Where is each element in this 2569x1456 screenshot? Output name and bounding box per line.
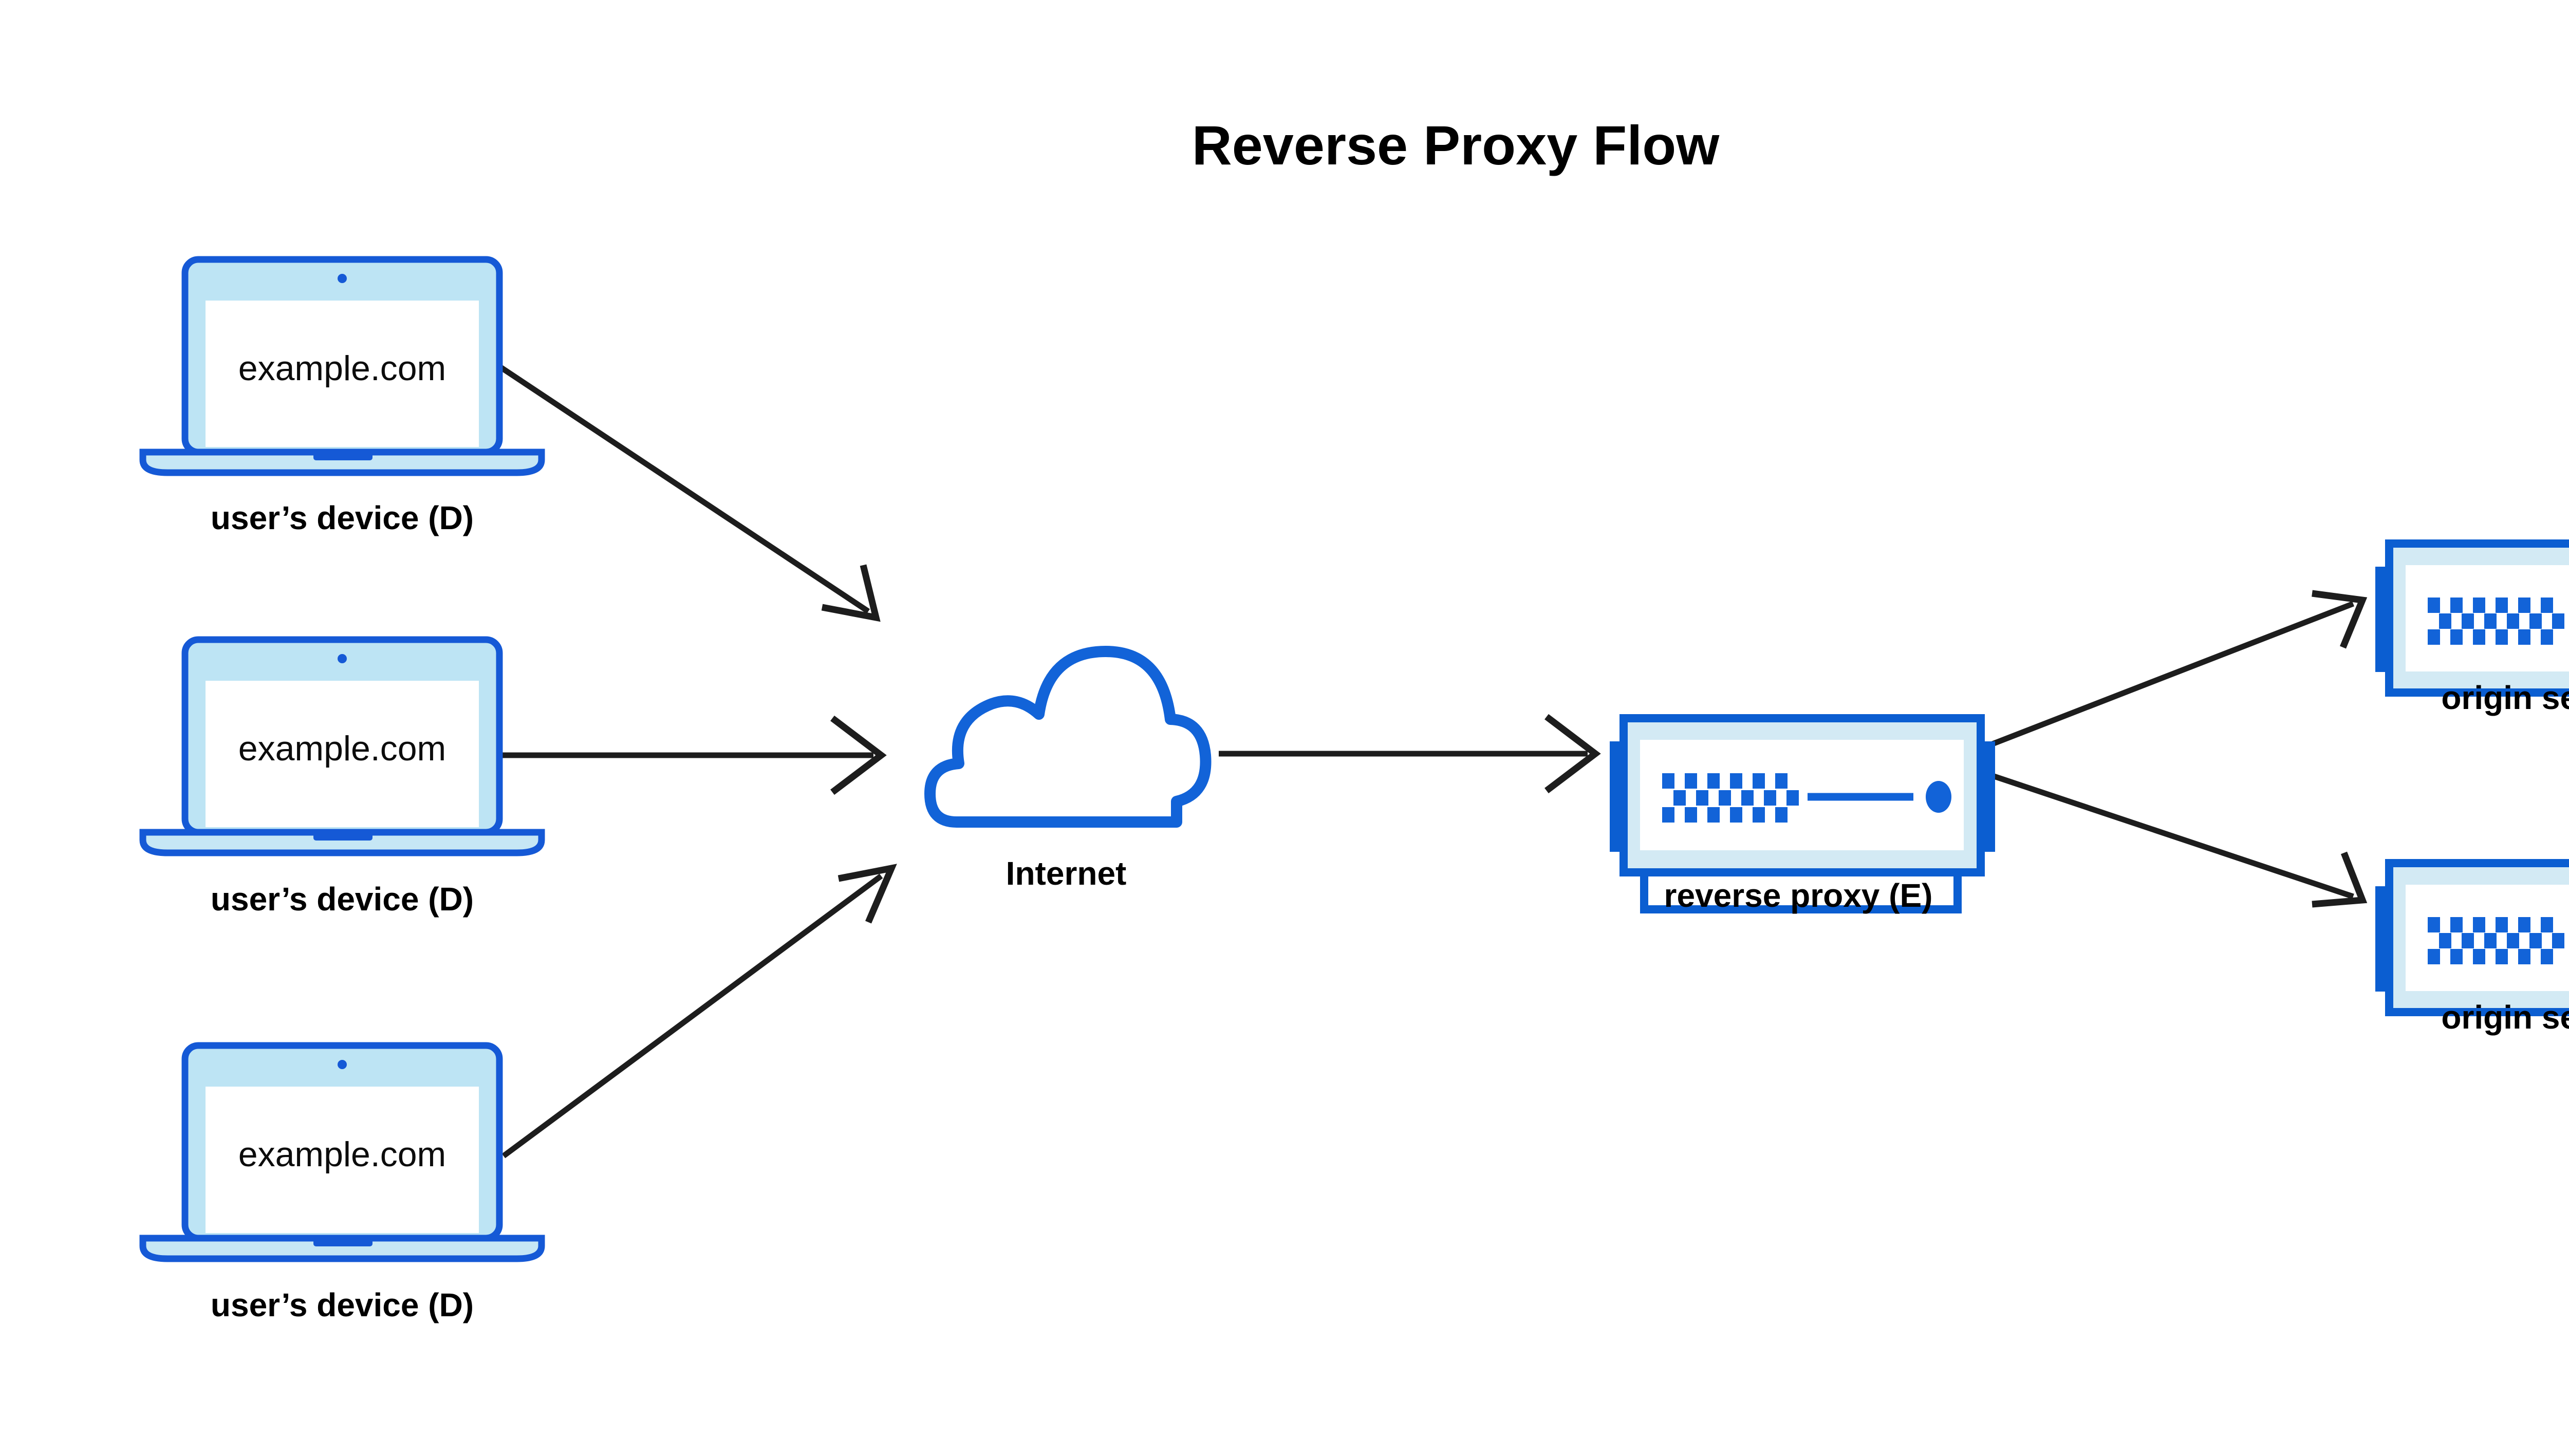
cloud-icon [924,646,1212,828]
origin-top-label: origin server (F) [2441,679,2569,716]
internet-node[interactable]: Internet [924,646,1212,892]
device-bottom-screen-text: example.com [238,1135,446,1174]
internet-label: Internet [1006,855,1127,892]
device-top-screen-text: example.com [238,349,446,388]
connector-cloud-to-proxy [1219,714,1601,794]
server-icon [2375,859,2569,1016]
device-middle-label: user’s device (D) [211,881,474,918]
server-icon [1610,714,1995,913]
device-middle[interactable]: user’s device (D) example.com [139,636,545,918]
reverse-proxy-label: reverse proxy (E) [1664,877,1933,914]
origin-top-node[interactable]: origin server (F) [2375,539,2569,716]
device-bottom-label: user’s device (D) [211,1286,474,1323]
laptop-icon [139,636,545,856]
device-top-label: user’s device (D) [211,499,474,536]
connector-proxy-to-origin-bottom [1991,773,2368,908]
server-icon [2375,539,2569,697]
page-title: Reverse Proxy Flow [1192,114,1720,176]
origin-bottom-node[interactable]: origin server (F) [2375,859,2569,1036]
device-middle-screen-text: example.com [238,729,446,768]
device-top[interactable]: user’s device (D) example.com [139,256,545,536]
laptop-icon [139,256,545,476]
connector-proxy-to-origin-top [1991,590,2368,747]
connector-device-top-to-cloud [487,357,881,622]
connector-device-middle-to-cloud [501,715,887,795]
origin-bottom-label: origin server (F) [2441,999,2569,1036]
laptop-icon [139,1042,545,1262]
connector-device-bottom-to-cloud [501,864,897,1159]
device-bottom[interactable]: user’s device (D) example.com [139,1042,545,1323]
reverse-proxy-node[interactable]: reverse proxy (E) [1610,714,1995,914]
